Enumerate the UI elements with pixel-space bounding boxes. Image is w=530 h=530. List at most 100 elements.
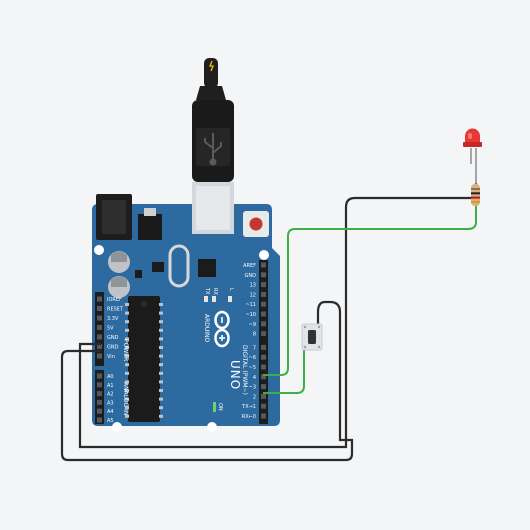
digital-pin[interactable] (261, 272, 266, 278)
led-l-label: L (228, 288, 234, 291)
chip-leg (159, 380, 163, 384)
pushbutton[interactable] (301, 323, 323, 351)
power-pin[interactable] (97, 315, 102, 321)
reset-button-cap[interactable] (249, 217, 263, 231)
power-pin[interactable] (97, 296, 102, 302)
digital-pin[interactable] (261, 262, 266, 268)
digital-pin[interactable] (261, 403, 266, 409)
mounting-hole (207, 422, 217, 432)
power-pin[interactable] (97, 344, 102, 349)
usb-lightning-mark (209, 60, 214, 72)
digital-pin[interactable] (261, 282, 266, 288)
power-pin-label: GND (107, 335, 119, 341)
digital-pin-label: ~11 (245, 302, 256, 308)
power-pin-label: IOREF (107, 297, 122, 303)
chip-leg (125, 328, 129, 332)
digital-pin-label: 4 (253, 375, 256, 381)
digital-pin[interactable] (261, 374, 266, 380)
wire-pin5-to-resistor[interactable] (263, 206, 477, 376)
voltage-regulator-tab (144, 208, 156, 216)
digital-pin[interactable] (261, 384, 266, 390)
chip-leg (159, 337, 163, 341)
wire-gnd-to-led[interactable] (78, 183, 478, 449)
digital-pwm-label: DIGITAL (PWM~) (241, 345, 248, 395)
analog-pin-label: A4 (107, 409, 114, 415)
electrolytic-capacitor (108, 276, 130, 298)
digital-pin[interactable] (261, 311, 266, 317)
chip-leg (125, 354, 129, 358)
rx-led (212, 296, 216, 302)
power-pin-label: RESET (107, 307, 124, 313)
led-rx-label: RX (212, 288, 218, 295)
digital-pin[interactable] (261, 321, 266, 327)
digital-pin-label: ~6 (249, 355, 256, 361)
pushbutton-pin (317, 345, 321, 349)
analog-pin[interactable] (97, 417, 102, 423)
chip-leg (159, 328, 163, 332)
voltage-regulator (138, 214, 162, 240)
chip-leg (159, 346, 163, 349)
resistor-band (471, 196, 480, 199)
analog-pin-label: A1 (107, 383, 114, 389)
chip-leg (125, 320, 129, 324)
chip-leg (159, 311, 163, 315)
pushbutton-pin (303, 345, 307, 349)
chip-leg (125, 414, 129, 418)
atmega328-chip (128, 296, 160, 422)
chip-leg (125, 311, 129, 315)
digital-pin[interactable] (261, 331, 266, 337)
power-pin[interactable] (97, 325, 102, 330)
red-led[interactable] (463, 128, 482, 184)
smd-component (135, 270, 142, 278)
digital-pin[interactable] (261, 393, 266, 399)
analog-pin[interactable] (97, 391, 102, 397)
wires[interactable] (60, 183, 478, 462)
analog-pin[interactable] (97, 399, 102, 405)
digital-pin-label: ~9 (249, 322, 256, 328)
power-label: POWER (122, 339, 129, 361)
chip-notch (141, 301, 147, 307)
wire-pin3-to-button[interactable] (263, 348, 305, 394)
usb-trident-icon (204, 133, 222, 166)
power-pin[interactable] (97, 306, 102, 311)
power-pin[interactable] (97, 353, 102, 359)
analog-pin[interactable] (97, 373, 102, 379)
power-pin-label: GND (107, 345, 119, 351)
wire-gnd-to-button[interactable] (60, 300, 354, 462)
digital-pin[interactable] (261, 364, 266, 370)
digital-pin[interactable] (261, 301, 266, 307)
digital-pin[interactable] (261, 413, 266, 419)
resistor-band (471, 192, 480, 195)
digital-pin[interactable] (261, 344, 266, 350)
analog-pin-label: A5 (107, 418, 114, 424)
chip-leg (159, 354, 163, 358)
digital-pin[interactable] (261, 291, 266, 297)
usb-cable-cord (204, 58, 218, 88)
analog-pin[interactable] (97, 408, 102, 414)
chip-pins (125, 303, 163, 418)
led-highlight (468, 133, 472, 139)
analog-in-label: ANALOG IN (122, 382, 129, 415)
chip-leg (159, 406, 163, 410)
digital-pin-label: AREF (243, 263, 256, 269)
brand-label: ARDUINO (203, 314, 210, 343)
chip-leg (159, 371, 163, 375)
digital-header (259, 260, 268, 424)
resistor[interactable] (471, 184, 480, 206)
usb-cable[interactable] (192, 58, 234, 182)
digital-pin[interactable] (261, 354, 266, 360)
analog-pin-label: A3 (107, 400, 114, 406)
crystal-oscillator (168, 244, 190, 288)
analog-pin[interactable] (97, 382, 102, 388)
usb-interface-chip (198, 259, 216, 277)
pushbutton-cap[interactable] (308, 330, 316, 344)
power-pin[interactable] (97, 334, 102, 340)
digital-pin-label: 12 (250, 292, 256, 298)
arduino-uno-board[interactable]: TX RX L ON ARDUINO UNO IOREFRESET3.3V5VG… (92, 182, 280, 432)
power-pin-label: 3.3V (107, 316, 119, 322)
resistor-band (471, 200, 480, 203)
led-dome (465, 128, 480, 142)
power-pin-label: Vin (107, 354, 115, 360)
resistor-bands (471, 188, 480, 203)
